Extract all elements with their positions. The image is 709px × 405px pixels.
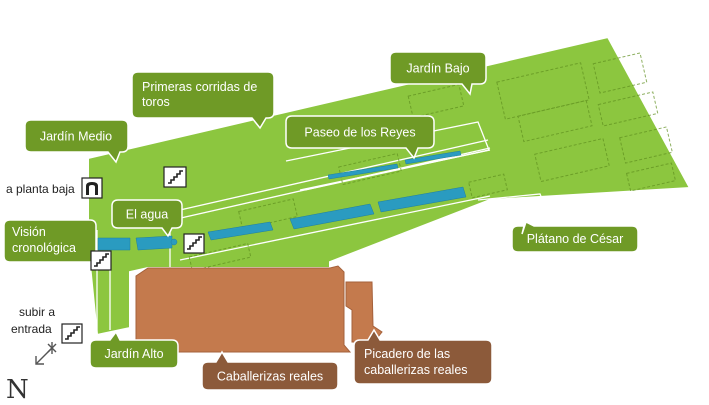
north-arrow-icon xyxy=(35,342,57,365)
label-vision-cronologica[interactable]: Visión cronológica xyxy=(3,219,97,263)
subir-annotation: entrada xyxy=(11,322,52,336)
stairs-icon[interactable] xyxy=(90,250,112,271)
label-text: El agua xyxy=(126,208,168,222)
label-caballerizas[interactable]: Caballerizas reales xyxy=(201,350,339,391)
fountain xyxy=(170,238,178,246)
pond xyxy=(404,150,462,165)
planta-baja-annotation: a planta baja xyxy=(6,182,75,196)
arch-icon[interactable] xyxy=(81,177,103,199)
label-jardin-medio[interactable]: Jardín Medio xyxy=(24,119,129,164)
label-el-agua[interactable]: El agua xyxy=(111,199,183,238)
stairs-icon[interactable] xyxy=(61,323,83,344)
stairs-icon[interactable] xyxy=(183,233,205,254)
caballerizas-building xyxy=(135,265,352,353)
label-text: Primeras corridas de xyxy=(142,80,257,94)
water-features xyxy=(97,150,467,251)
pond xyxy=(377,186,467,213)
pond xyxy=(289,203,375,230)
label-text: Jardín Bajo xyxy=(406,62,469,76)
pond xyxy=(135,235,173,251)
label-text: Plátano de César xyxy=(527,232,624,246)
label-platano-cesar[interactable]: Plátano de César xyxy=(511,220,639,253)
stairs-icon[interactable] xyxy=(163,166,187,188)
label-picadero[interactable]: Picadero de las caballerizas reales xyxy=(353,328,493,385)
subir-annotation: subir a xyxy=(19,305,55,319)
north-label: N xyxy=(6,375,29,405)
label-text: Jardín Medio xyxy=(40,130,112,144)
compass: N xyxy=(6,342,57,405)
label-text: Visión xyxy=(12,225,46,239)
pond xyxy=(97,237,131,251)
pond xyxy=(327,163,399,180)
label-primeras-corridas[interactable]: Primeras corridas de toros xyxy=(131,71,275,130)
pond xyxy=(207,221,274,241)
label-text: Jardín Alto xyxy=(104,347,163,361)
label-jardin-bajo[interactable]: Jardín Bajo xyxy=(389,51,487,96)
label-text: caballerizas reales xyxy=(364,363,468,377)
label-text: Paseo de los Reyes xyxy=(304,126,415,140)
label-text: Caballerizas reales xyxy=(217,370,323,384)
label-text: toros xyxy=(142,95,170,109)
label-jardin-alto[interactable]: Jardín Alto xyxy=(89,330,179,369)
label-text: Picadero de las xyxy=(364,347,450,361)
label-paseo-reyes[interactable]: Paseo de los Reyes xyxy=(285,115,435,160)
label-text: cronológica xyxy=(12,241,76,255)
